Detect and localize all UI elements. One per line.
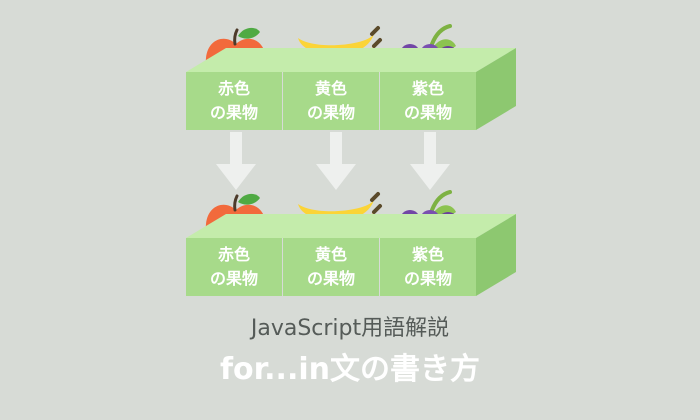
page-title: for...in文の書き方 bbox=[219, 352, 480, 387]
top-row-box-front-2 bbox=[283, 72, 379, 130]
bottom-row-box-front-2 bbox=[283, 238, 379, 296]
label-line1: 黄色 bbox=[314, 79, 347, 98]
label-line1: 赤色 bbox=[217, 79, 250, 98]
label-line2: の果物 bbox=[209, 269, 258, 288]
bottom-row-box-front-1 bbox=[186, 238, 282, 296]
top-box-label-purple: 紫色 の果物 bbox=[380, 77, 476, 125]
top-row bbox=[186, 24, 516, 130]
top-row-box-front-3 bbox=[380, 72, 476, 130]
label-line2: の果物 bbox=[403, 103, 452, 122]
top-row-box-top bbox=[186, 48, 516, 72]
bottom-box-label-yellow: 黄色 の果物 bbox=[283, 243, 379, 291]
top-box-label-red: 赤色 の果物 bbox=[186, 77, 282, 125]
arrow-apple bbox=[216, 132, 256, 190]
label-line2: の果物 bbox=[306, 103, 355, 122]
top-box-label-yellow: 黄色 の果物 bbox=[283, 77, 379, 125]
bottom-row bbox=[186, 190, 516, 296]
label-line1: 黄色 bbox=[314, 245, 347, 264]
subtitle: JavaScript用語解説 bbox=[250, 316, 450, 341]
bottom-row-box-side bbox=[476, 214, 516, 296]
top-row-box-front-1 bbox=[186, 72, 282, 130]
bottom-row-box-top bbox=[186, 214, 516, 238]
bottom-box-label-purple: 紫色 の果物 bbox=[380, 243, 476, 291]
label-line2: の果物 bbox=[403, 269, 452, 288]
arrow-banana bbox=[316, 132, 356, 190]
bottom-row-box-front-3 bbox=[380, 238, 476, 296]
top-row-box-side bbox=[476, 48, 516, 130]
label-line2: の果物 bbox=[209, 103, 258, 122]
label-line2: の果物 bbox=[306, 269, 355, 288]
label-line1: 赤色 bbox=[217, 245, 250, 264]
arrow-grape bbox=[410, 132, 450, 190]
bottom-box-label-red: 赤色 の果物 bbox=[186, 243, 282, 291]
label-line1: 紫色 bbox=[411, 79, 444, 98]
label-line1: 紫色 bbox=[411, 245, 444, 264]
